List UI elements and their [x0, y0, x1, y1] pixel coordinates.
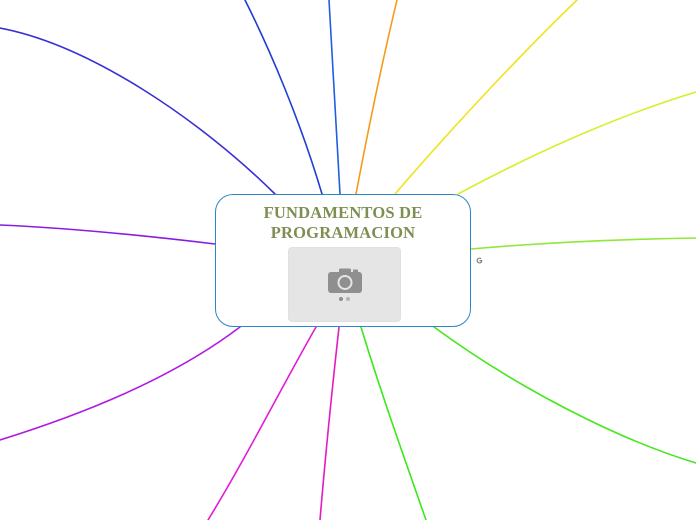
branch-bottom-left-purple[interactable] [0, 326, 241, 441]
carousel-dot[interactable] [346, 297, 350, 301]
branch-top-yellow[interactable] [394, 0, 578, 195]
branch-bottom-right-green[interactable] [433, 326, 696, 464]
branch-left-purple[interactable] [0, 224, 216, 245]
central-topic-node[interactable]: FUNDAMENTOS DE PROGRAMACION [215, 194, 471, 327]
topic-image-placeholder[interactable] [288, 247, 401, 322]
camera-icon [328, 268, 362, 293]
branch-bottom-magenta-2[interactable] [207, 326, 317, 520]
branch-top-orange[interactable] [355, 0, 398, 195]
carousel-dot[interactable] [339, 297, 343, 301]
image-carousel-dots [289, 297, 400, 301]
branch-top-blue-2[interactable] [328, 0, 341, 195]
google-g-icon[interactable] [476, 257, 483, 264]
branch-right-lime[interactable] [470, 237, 696, 250]
central-topic-title: FUNDAMENTOS DE PROGRAMACION [263, 203, 423, 242]
branch-right-yellowgreen[interactable] [457, 91, 696, 195]
branch-bottom-green[interactable] [360, 326, 427, 520]
branch-bottom-magenta[interactable] [319, 326, 340, 520]
branch-top-left[interactable] [0, 27, 276, 195]
branch-top-blue[interactable] [244, 0, 323, 195]
